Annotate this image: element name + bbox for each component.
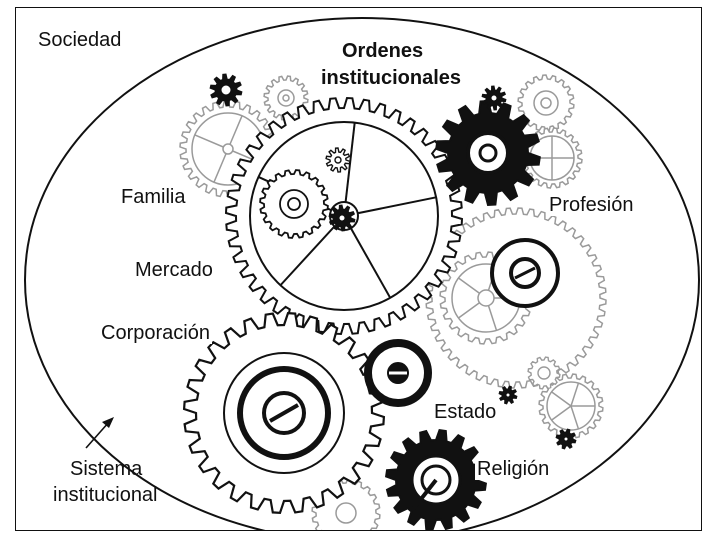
society-ellipse [24, 17, 700, 530]
society-label: Sociedad [38, 29, 122, 51]
order-label-familia: Familia [119, 186, 188, 208]
gears-illustration [24, 17, 700, 530]
order-label-profesion: Profesión [547, 194, 636, 216]
diagram-title-line1: Ordenes [342, 40, 424, 62]
system-label-line1: Sistema [70, 458, 143, 480]
order-label-corporacion: Corporación [99, 322, 212, 344]
diagram-frame: Sociedad Ordenes institucionales Familia… [15, 7, 702, 531]
order-label-mercado: Mercado [133, 259, 215, 281]
order-label-religion: Religión [475, 458, 552, 480]
arrow-icon [85, 417, 114, 449]
system-label-line2: institucional [53, 484, 158, 506]
order-label-estado: Estado [432, 401, 499, 423]
diagram-title-line2: institucionales [321, 67, 462, 89]
gear-group [179, 73, 607, 530]
